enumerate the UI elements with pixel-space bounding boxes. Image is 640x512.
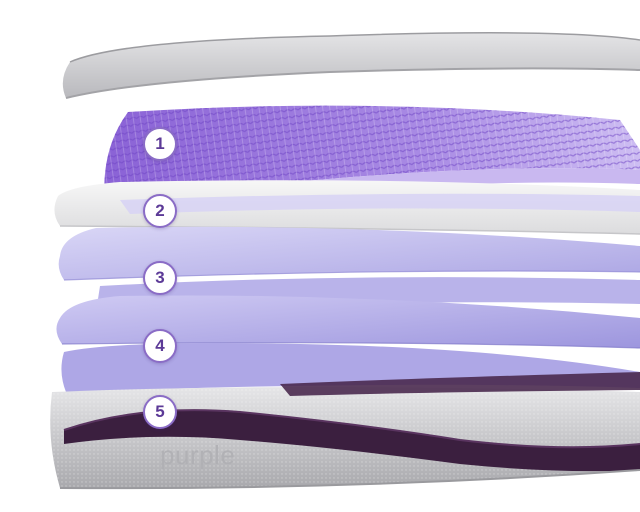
layer-badge-2: 2: [143, 194, 177, 228]
white-comfort-layer: [54, 180, 640, 235]
layer-number: 5: [155, 402, 165, 421]
layer-number: 1: [155, 134, 165, 153]
brand-mark: purple: [160, 440, 236, 470]
layer-number: 4: [155, 336, 165, 355]
layer-badge-4: 4: [143, 329, 177, 363]
top-cover: [62, 32, 640, 99]
layer-badge-3: 3: [143, 261, 177, 295]
layer-badge-1: 1: [143, 127, 177, 161]
layer-badge-5: 5: [143, 395, 177, 429]
layer-number: 3: [155, 268, 165, 287]
grid-layer: [104, 105, 640, 212]
base-layer: [50, 372, 640, 490]
layer-number: 2: [155, 201, 165, 220]
